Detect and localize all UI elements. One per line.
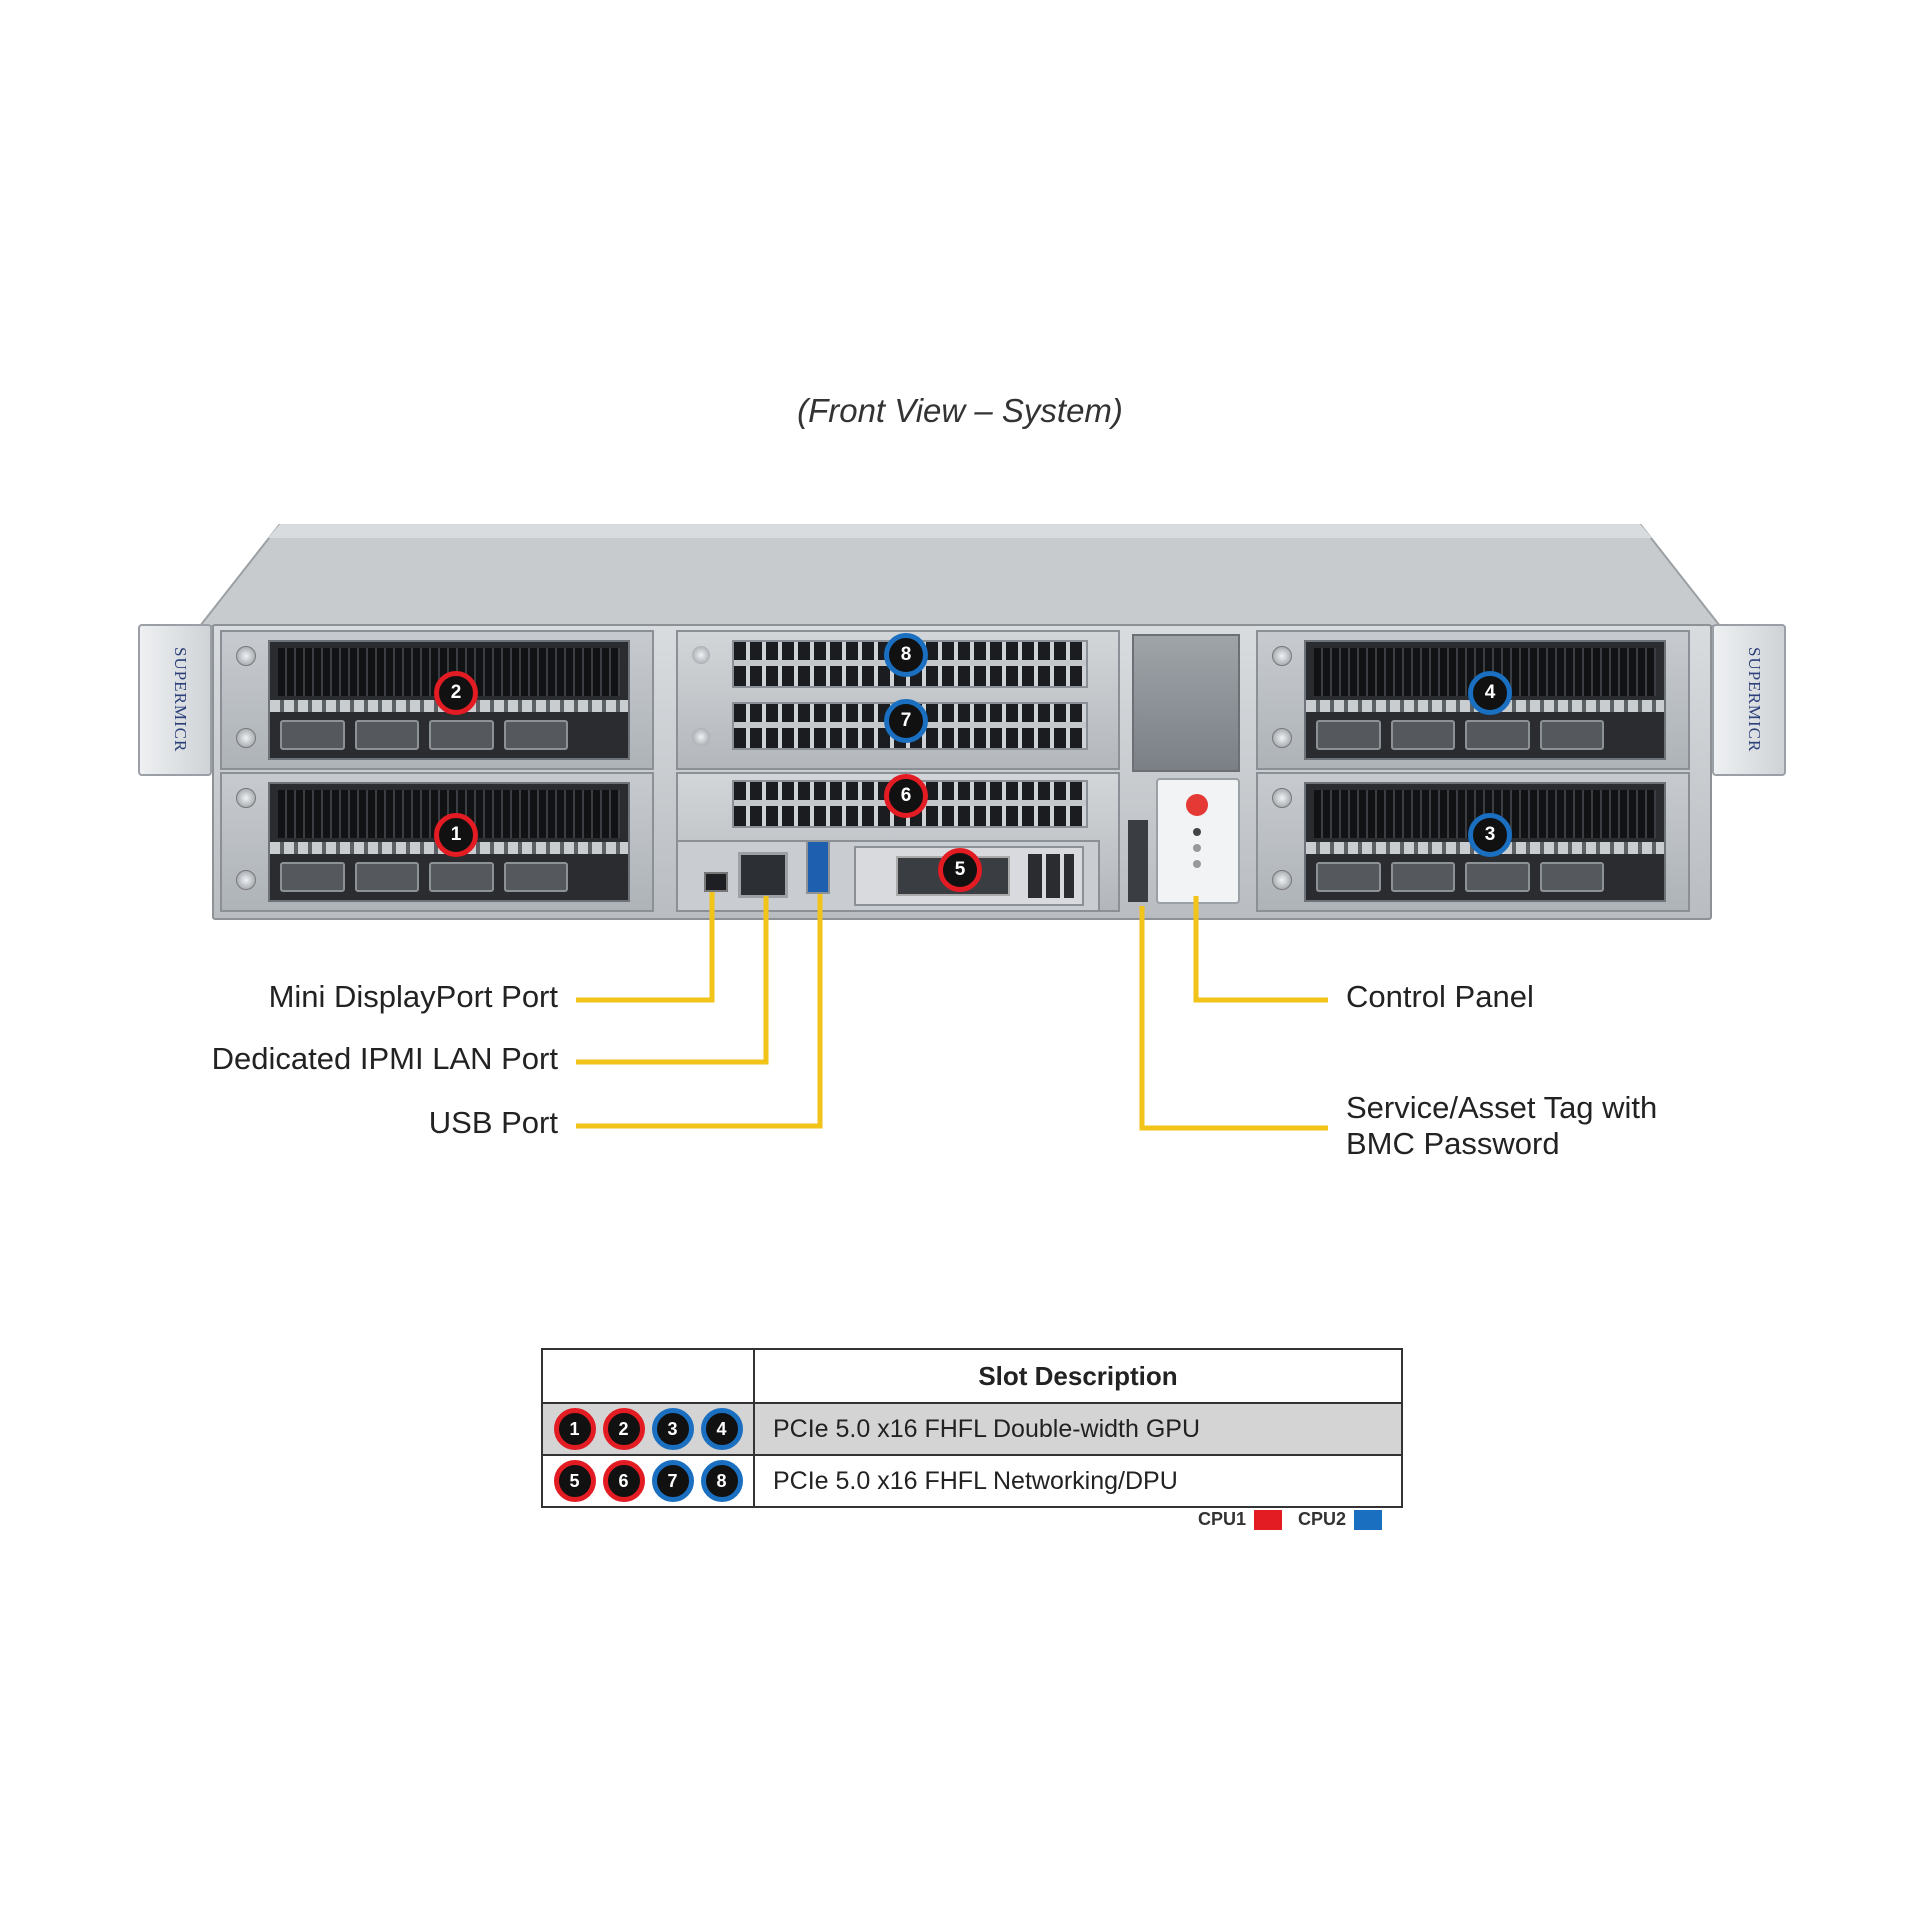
status-led-icon [1193,828,1201,836]
label-usb: USB Port [428,1105,558,1140]
slot-badge-6: 6 [602,1460,645,1502]
power-button-icon[interactable] [1186,794,1208,816]
table-header-slot-description: Slot Description [753,1348,1403,1404]
gpu-display-ports [1316,720,1604,750]
screw-icon [1272,646,1292,666]
table-row: 1 2 3 4 PCIe 5.0 x16 FHFL Double-width G… [541,1402,1403,1456]
screw-icon [236,646,256,666]
table-row-description: PCIe 5.0 x16 FHFL Networking/DPU [753,1454,1403,1508]
slot-badge-4: 4 [1468,671,1512,715]
screw-icon [236,870,256,890]
slot-badge-5: 5 [938,848,982,892]
gpu-display-ports [280,720,568,750]
screw-icon [236,728,256,748]
table-row-badges: 1 2 3 4 [541,1402,755,1456]
label-service-tag-line2: BMC Password [1346,1126,1560,1161]
rack-ear-right: SUPERMICR [1712,624,1786,776]
slot-badge-4: 4 [700,1408,743,1450]
callout-line-control-panel [1193,896,1328,1003]
supermicro-logo: SUPERMICR [1745,647,1764,753]
service-tag-bay [1132,634,1240,772]
slot-description-table: Slot Description 1 2 3 4 PCIe 5.0 x16 FH… [541,1348,1403,1508]
usb-port [806,840,830,894]
table-row-description: PCIe 5.0 x16 FHFL Double-width GPU [753,1402,1403,1456]
slot-badge-2: 2 [602,1408,645,1450]
cpu-legend: CPU1 CPU2 [1198,1509,1383,1530]
label-mini-displayport: Mini DisplayPort Port [268,979,558,1014]
slot-badge-1: 1 [434,813,478,857]
label-service-tag-line1: Service/Asset Tag with [1346,1090,1658,1125]
rack-ear-left: SUPERMICR [138,624,212,776]
table-header-empty [541,1348,755,1404]
label-ipmi-lan: Dedicated IPMI LAN Port [211,1041,558,1076]
legend-cpu1-swatch [1254,1509,1283,1530]
status-led-icon [1193,844,1201,852]
gpu-display-ports [1316,862,1604,892]
slot-badge-7: 7 [651,1460,694,1502]
status-led-icon [1193,860,1201,868]
screw-icon [236,788,256,808]
slot-badge-3: 3 [651,1408,694,1450]
label-control-panel: Control Panel [1346,979,1534,1014]
supermicro-logo: SUPERMICR [171,647,190,753]
legend-cpu1-label: CPU1 [1198,1509,1247,1529]
callout-line-mini-displayport [576,892,715,1003]
screw-icon [692,646,710,664]
table-header-row: Slot Description [541,1348,1403,1404]
callout-line-ipmi-lan [576,896,769,1065]
table-row-badges: 5 6 7 8 [541,1454,755,1508]
callout-line-usb [576,894,823,1129]
slot-badge-1: 1 [553,1408,596,1450]
screw-icon [1272,870,1292,890]
ipmi-lan-port [738,852,788,898]
slot-badge-6: 6 [884,774,928,818]
screw-icon [1272,788,1292,808]
legend-cpu2-swatch [1354,1509,1383,1530]
slot-badge-5: 5 [553,1460,596,1502]
slot-badge-8: 8 [884,633,928,677]
slot-badge-7: 7 [884,699,928,743]
screw-icon [692,728,710,746]
slot-badge-8: 8 [700,1460,743,1502]
slot-badge-3: 3 [1468,813,1512,857]
legend-cpu2-label: CPU2 [1298,1509,1347,1529]
mini-displayport-port [704,872,728,892]
service-asset-tag[interactable] [1128,820,1148,902]
screw-icon [1272,728,1292,748]
chassis-top-cover [200,524,1720,627]
callout-line-service-tag [1139,906,1328,1131]
table-row: 5 6 7 8 PCIe 5.0 x16 FHFL Networking/DPU [541,1454,1403,1508]
control-panel[interactable] [1156,778,1240,904]
gpu-display-ports [280,862,568,892]
slot-badge-2: 2 [434,671,478,715]
diagram-caption: (Front View – System) [797,392,1123,429]
